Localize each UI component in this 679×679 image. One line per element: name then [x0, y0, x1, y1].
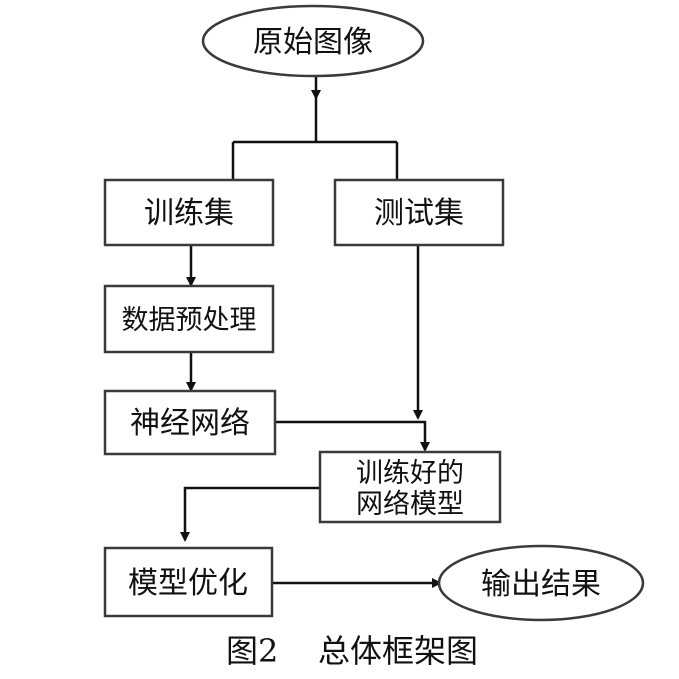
- node-model-optimization: 模型优化: [103, 546, 274, 618]
- node-label: 训练集: [144, 196, 234, 231]
- box-shape: [103, 546, 274, 618]
- node-label: 原始图像: [253, 25, 373, 60]
- node-neural-network: 神经网络: [103, 389, 277, 456]
- edge-network-to-trained-model: [275, 420, 430, 452]
- node-label: 测试集: [374, 196, 464, 231]
- caption-title: 总体框架图: [318, 632, 478, 670]
- node-label: 神经网络: [130, 406, 250, 441]
- box-shape: [333, 178, 505, 247]
- node-preprocessing: 数据预处理: [103, 284, 275, 354]
- node-label: 输出结果: [481, 567, 601, 602]
- node-label: 数据预处理: [122, 305, 257, 336]
- box-shape: [318, 450, 502, 524]
- ellipse-shape: [201, 4, 425, 78]
- node-label: 模型优化: [128, 566, 248, 601]
- node-training-set: 训练集: [103, 178, 275, 247]
- ellipse-shape: [437, 544, 645, 622]
- box-shape: [103, 284, 275, 354]
- figure-caption: 图2 总体框架图: [226, 632, 478, 670]
- caption-figure-number: 图2: [226, 632, 278, 670]
- edges: [180, 76, 442, 588]
- node-label-line2: 网络模型: [356, 489, 464, 520]
- node-test-set: 测试集: [333, 178, 505, 247]
- box-shape: [103, 389, 277, 456]
- node-source-image: 原始图像: [201, 4, 425, 78]
- node-output-result: 输出结果: [437, 544, 645, 622]
- edge-trained-model-to-optimization: [180, 486, 320, 542]
- node-label-line1: 训练好的: [356, 458, 464, 489]
- box-shape: [103, 178, 275, 247]
- node-trained-model: 训练好的 网络模型: [318, 450, 502, 524]
